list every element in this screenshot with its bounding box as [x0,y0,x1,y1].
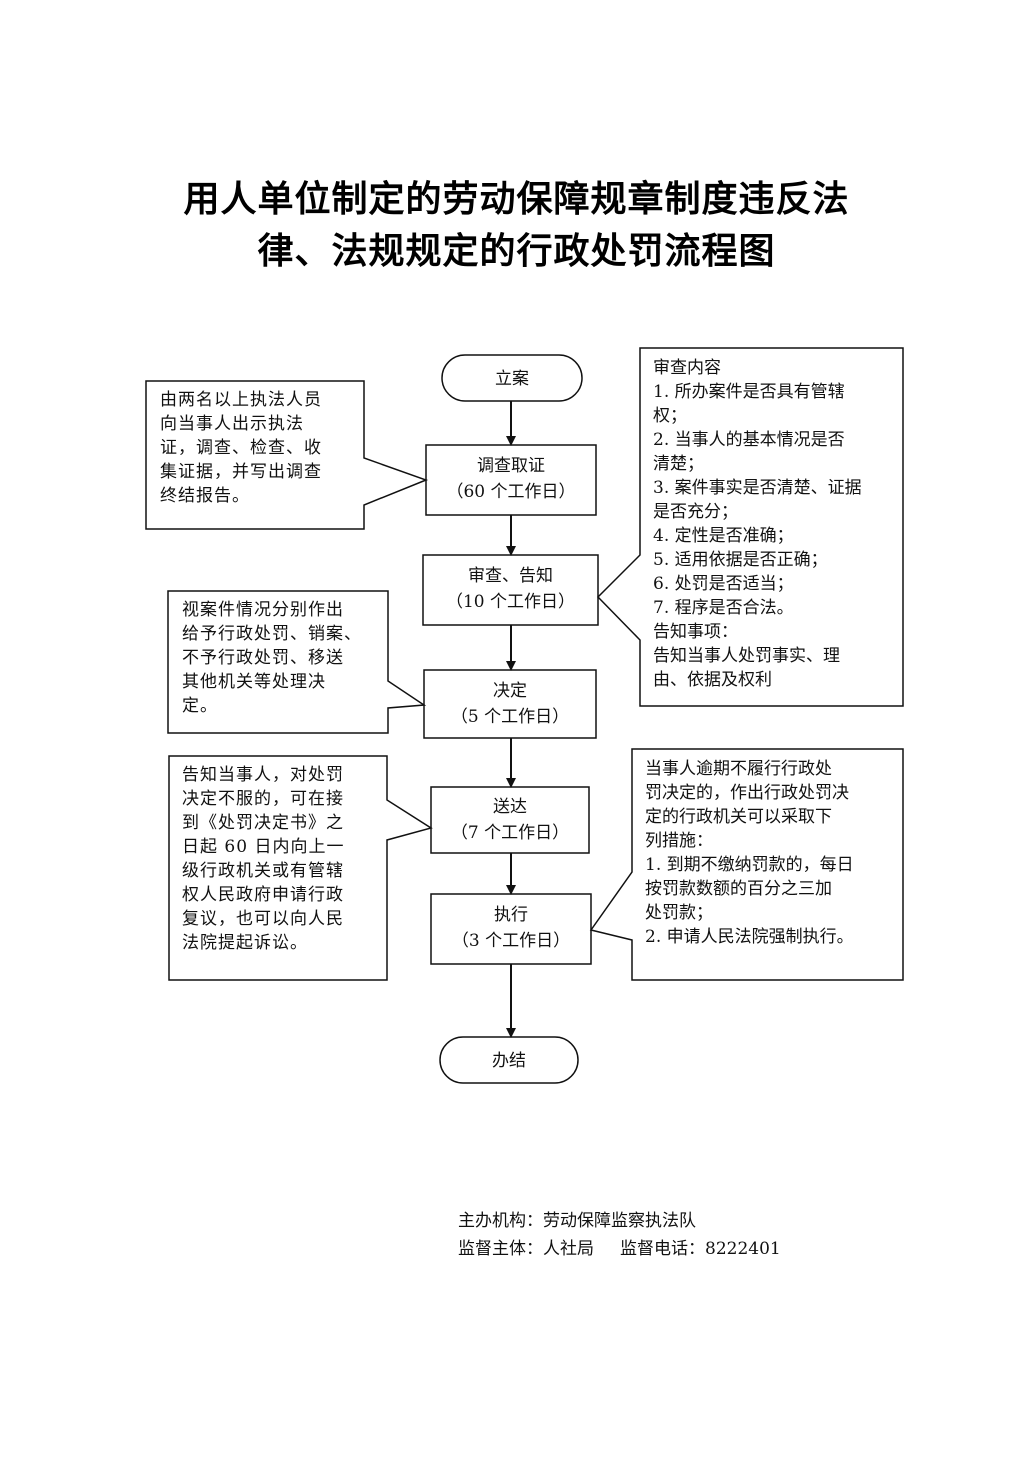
callout-investigation [145,380,429,530]
step-days: （7 个工作日） [450,823,570,843]
note-execution: 当事人逾期不履行行政处 罚决定的，作出行政处罚决 定的行政机关可以采取下 列措施… [645,757,899,949]
note-line: 集证据，并写出调查 [160,462,322,482]
step-days: （60 个工作日） [446,482,576,502]
note-line: 3. 案件事实是否清楚、证据 [653,478,862,498]
note-line: 1. 到期不缴纳罚款的，每日 [645,855,854,875]
step-investigation: 调查取证 （60 个工作日） [426,453,596,505]
note-line: 给予行政处罚、销案、 [182,624,362,644]
note-line: 定。 [182,696,218,716]
note-line: 告知事项： [653,622,738,642]
footer-supervision: 监督主体：人社局 监督电话：8222401 [458,1236,781,1262]
note-line: 不予行政处罚、移送 [182,648,344,668]
note-line: 证，调查、检查、收 [160,438,322,458]
step-days: （3 个工作日） [451,931,571,951]
step-name: 调查取证 [477,456,545,476]
note-line: 5. 适用依据是否正确； [653,550,828,570]
footer-supervisor: 监督主体：人社局 [458,1239,594,1259]
note-line: 视案件情况分别作出 [182,600,344,620]
note-line: 处罚款； [645,903,713,923]
footer-organizer: 主办机构：劳动保障监察执法队 [458,1211,696,1231]
note-line: 终结报告。 [160,486,250,506]
note-line: 法院提起诉讼。 [182,933,308,953]
note-line: 定的行政机关可以采取下 [645,807,832,827]
note-line: 到《处罚决定书》之 [182,813,344,833]
note-line: 2. 当事人的基本情况是否 [653,430,845,450]
note-line: 由、依据及权利 [653,670,772,690]
note-line: 其他机关等处理决 [182,672,326,692]
note-decision: 视案件情况分别作出 给予行政处罚、销案、 不予行政处罚、移送 其他机关等处理决 … [182,598,382,718]
callout-execution [589,748,904,981]
step-delivery: 送达 （7 个工作日） [431,794,589,846]
note-line: 决定不服的，可在接 [182,789,344,809]
note-line: 列措施： [645,831,713,851]
callout-decision [167,590,427,734]
note-line: 告知当事人处罚事实、理 [653,646,840,666]
step-box-investigation [425,444,597,516]
step-days: （5 个工作日） [450,707,570,727]
note-line: 2. 申请人民法院强制执行。 [645,927,854,947]
note-review: 审查内容 1. 所办案件是否具有管辖 权； 2. 当事人的基本情况是否 清楚； … [653,356,899,692]
note-line: 7. 程序是否合法。 [653,598,794,618]
page-title-line-1: 用人单位制定的劳动保障规章制度违反法 [183,179,850,220]
step-name: 送达 [493,797,527,817]
note-line: 权； [653,406,687,426]
footer-phone: 监督电话：8222401 [620,1239,781,1259]
page-title-line-2: 律、法规规定的行政处罚流程图 [257,231,776,272]
note-line: 由两名以上执法人员 [160,390,322,410]
note-delivery: 告知当事人，对处罚 决定不服的，可在接 到《处罚决定书》之 日起 60 日内向上… [182,763,382,955]
step-execution: 执行 （3 个工作日） [431,902,591,954]
step-review: 审查、告知 （10 个工作日） [423,563,598,615]
note-line: 按罚款数额的百分之三加 [645,879,832,899]
step-name: 审查、告知 [468,566,553,586]
step-decision: 决定 （5 个工作日） [424,678,596,730]
step-days: （10 个工作日） [445,592,576,612]
note-line: 权人民政府申请行政 [182,885,344,905]
note-line: 1. 所办案件是否具有管辖 [653,382,845,402]
note-line: 级行政机关或有管辖 [182,861,344,881]
callout-review [596,347,904,707]
note-line: 是否充分； [653,502,738,522]
note-line: 日起 60 日内向上一 [182,837,345,857]
note-line: 审查内容 [653,358,721,378]
note-line: 6. 处罚是否适当； [653,574,794,594]
note-line: 告知当事人，对处罚 [182,765,344,785]
note-line: 复议，也可以向人民 [182,909,344,929]
step-name: 执行 [494,905,528,925]
note-line: 4. 定性是否准确； [653,526,794,546]
step-name: 决定 [493,681,527,701]
end-label: 办结 [492,1051,526,1071]
callout-delivery [168,755,433,981]
note-line: 罚决定的，作出行政处罚决 [645,783,849,803]
note-line: 清楚； [653,454,704,474]
start-label: 立案 [495,369,529,389]
note-line: 向当事人出示执法 [160,414,304,434]
note-investigation: 由两名以上执法人员 向当事人出示执法 证，调查、检查、收 集证据，并写出调查 终… [160,388,356,508]
note-line: 当事人逾期不履行行政处 [645,759,832,779]
